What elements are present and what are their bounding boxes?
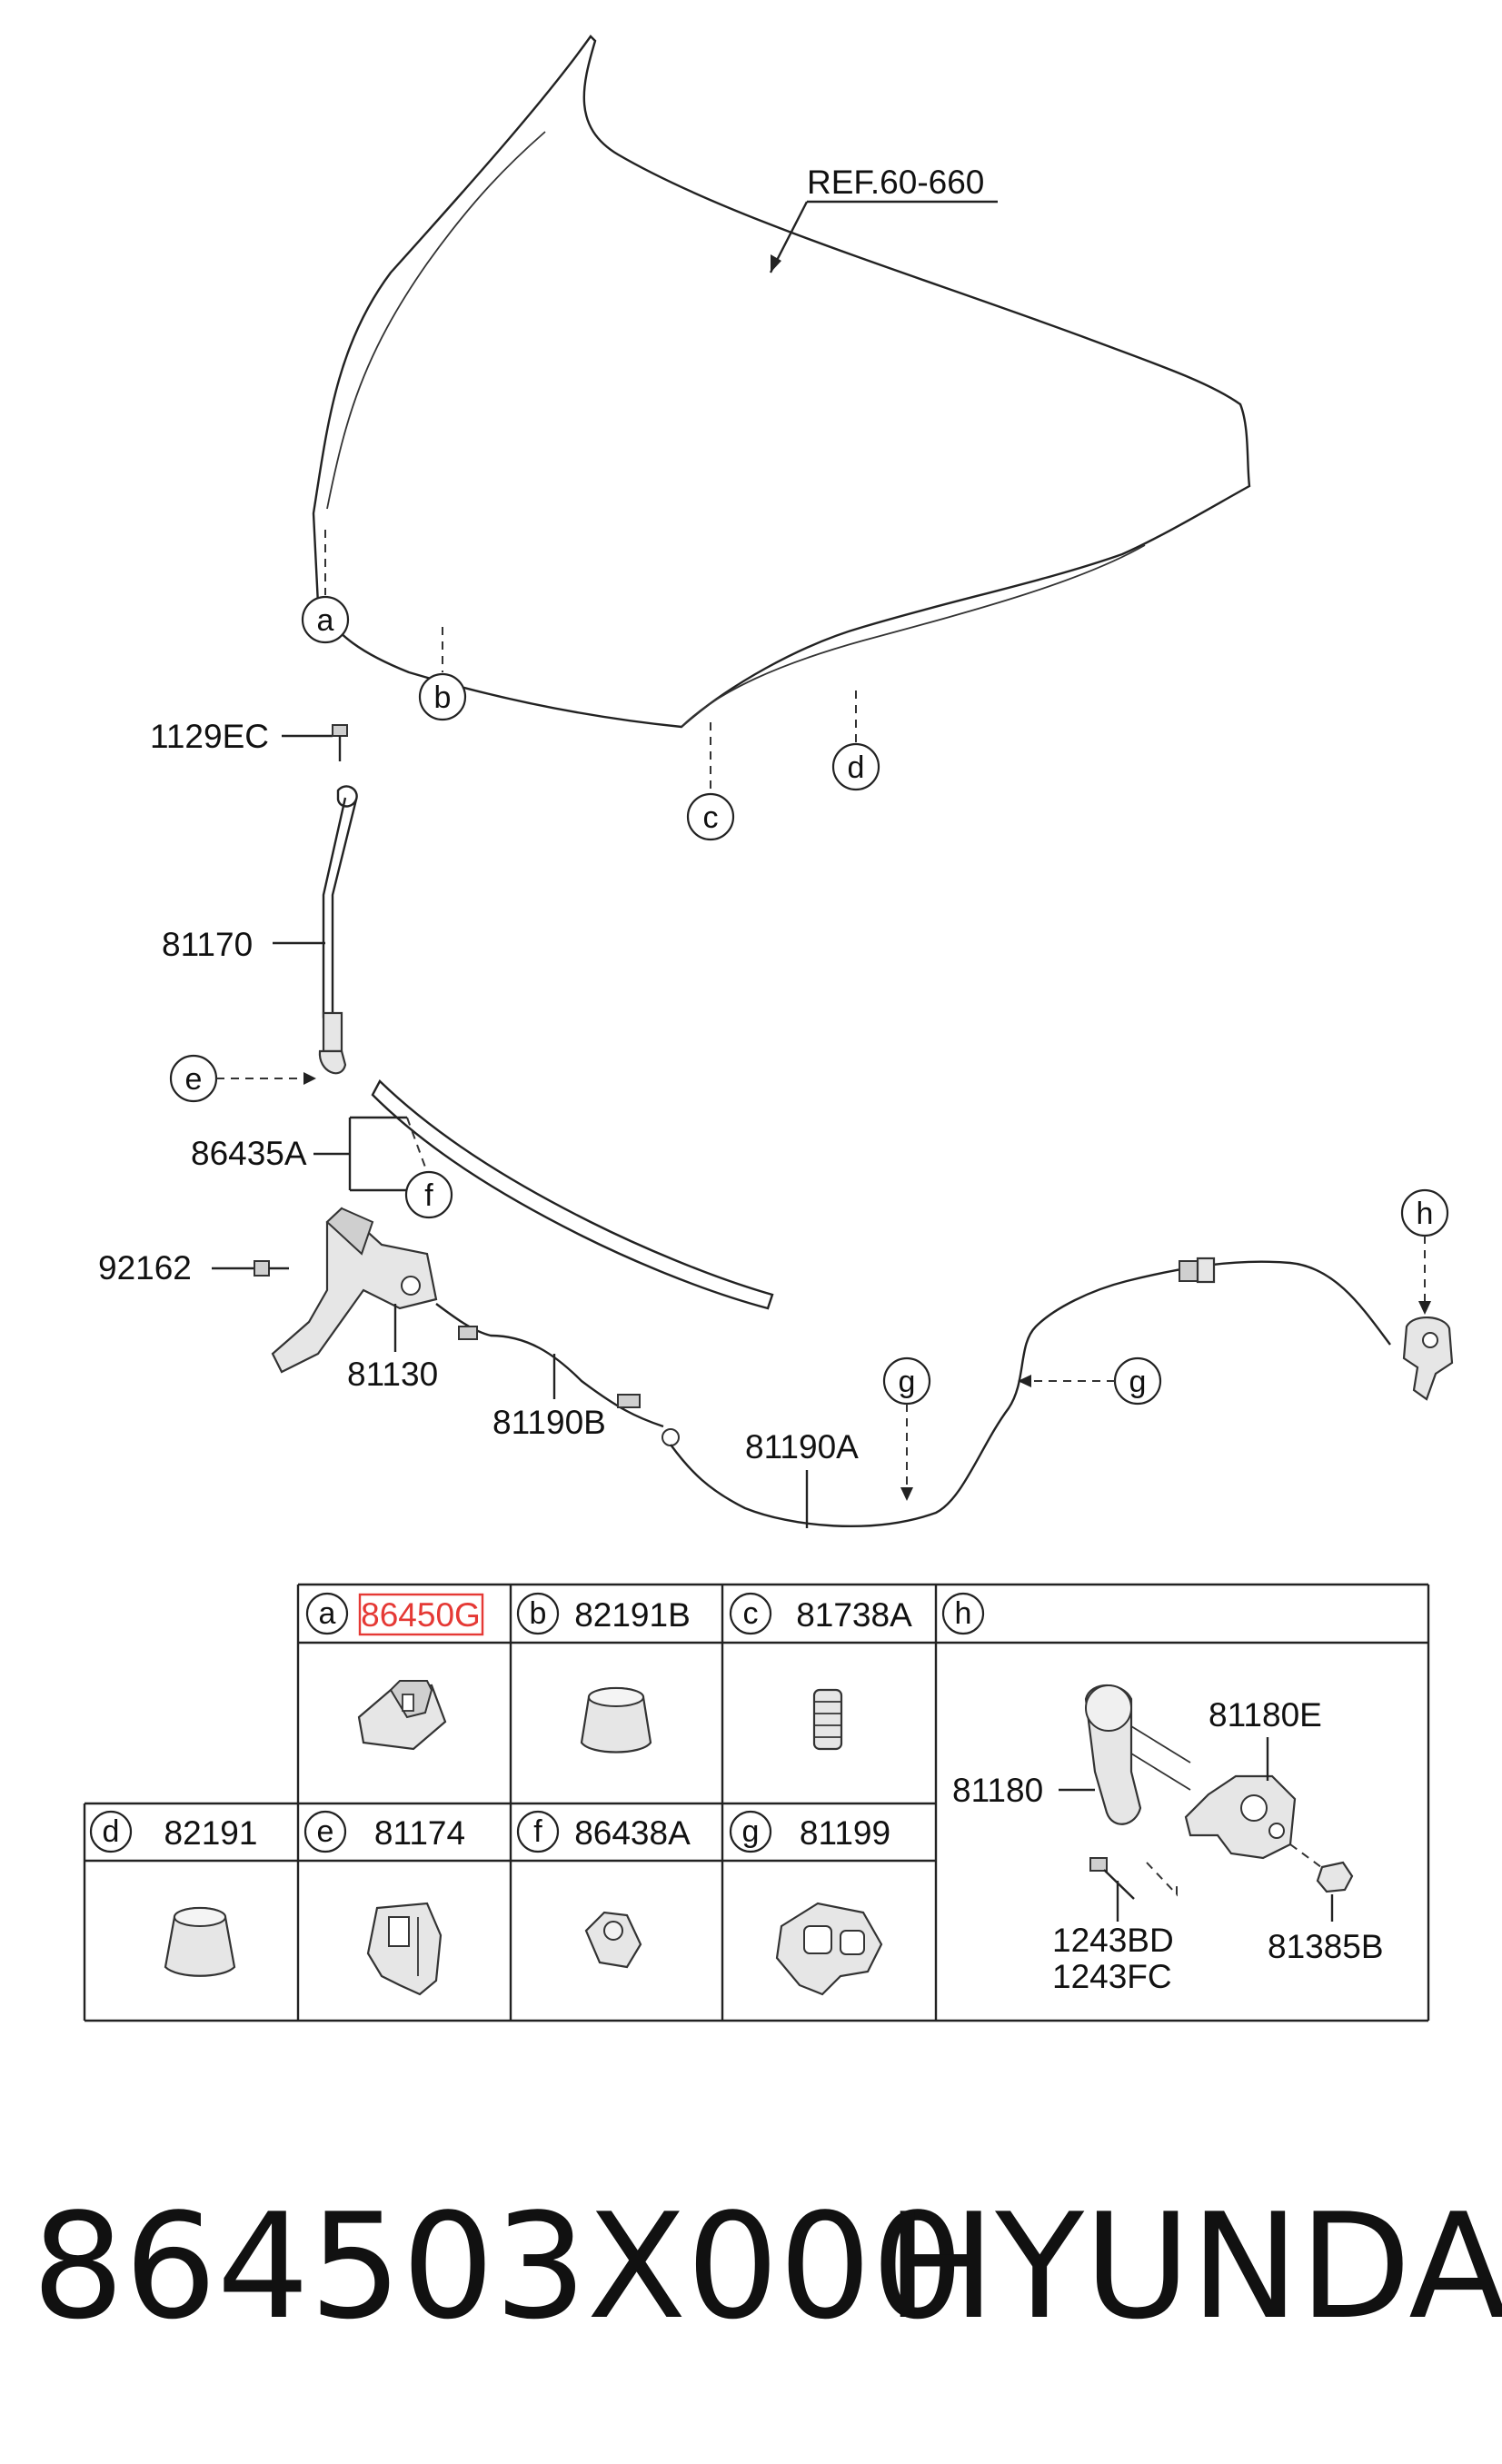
part-drawing-81738a bbox=[812, 1688, 843, 1751]
label-81180: 81180 bbox=[952, 1772, 1043, 1809]
svg-text:f: f bbox=[533, 1814, 542, 1849]
svg-text:b: b bbox=[530, 1596, 547, 1631]
part-drawing-81174 bbox=[366, 1902, 443, 1996]
circle-e: e bbox=[185, 1062, 203, 1097]
part-86438a: 86438A bbox=[574, 1814, 691, 1852]
table-header-c: c 81738A bbox=[729, 1592, 912, 1635]
label-81190a: 81190A bbox=[745, 1428, 859, 1465]
svg-text:h: h bbox=[955, 1596, 972, 1631]
table-header-b: b 82191B bbox=[516, 1592, 691, 1635]
ref-label: REF.60-660 bbox=[807, 164, 984, 201]
circle-g-callouts: g g bbox=[882, 1356, 1162, 1501]
part-drawing-86450g bbox=[357, 1680, 447, 1751]
part-drawing-82191b bbox=[580, 1686, 652, 1754]
table-header-e: e 81174 bbox=[303, 1810, 465, 1853]
part-drawing-86438a bbox=[584, 1911, 642, 1969]
circle-b-hood: b bbox=[434, 681, 452, 715]
table-header-a: a 86450G bbox=[305, 1592, 484, 1636]
table-header-d: d 82191 bbox=[89, 1810, 258, 1853]
stay-rod-assembly: 1129EC 81170 bbox=[150, 718, 358, 1075]
label-86435a: 86435A bbox=[191, 1135, 307, 1172]
part-highlight-box bbox=[358, 1593, 484, 1636]
circle-a-hood: a bbox=[317, 603, 334, 638]
hood-circle-callouts: a b c d bbox=[301, 530, 880, 841]
parts-table bbox=[83, 1583, 1430, 2022]
circle-d-hood: d bbox=[848, 750, 865, 785]
part-drawing-81199 bbox=[775, 1902, 883, 1996]
label-81190b: 81190B bbox=[492, 1404, 606, 1441]
footer-part-number: 864503X000 bbox=[32, 2181, 964, 2351]
part-86450g: 86450G bbox=[361, 1596, 481, 1634]
latch-exploded-view: 81180 81180E 1243BD 1243FC 81385B bbox=[952, 1684, 1384, 1995]
label-81130: 81130 bbox=[347, 1356, 438, 1393]
release-handle-assembly: 92162 81130 bbox=[98, 1207, 438, 1393]
table-header-h: h bbox=[941, 1592, 985, 1635]
hood-panel bbox=[312, 35, 1251, 729]
part-drawing-82191 bbox=[164, 1906, 236, 1977]
part-81199: 81199 bbox=[800, 1814, 890, 1852]
footer: 864503X000 HYUNDAI bbox=[32, 2181, 1502, 2351]
circle-h: h bbox=[1417, 1197, 1434, 1231]
circle-c-hood: c bbox=[703, 800, 719, 835]
table-header-g: g 81199 bbox=[729, 1810, 890, 1853]
part-82191: 82191 bbox=[164, 1814, 258, 1852]
release-cables: 81190B 81190A bbox=[435, 1257, 1391, 1528]
svg-text:e: e bbox=[317, 1814, 334, 1849]
footer-brand: HYUNDAI bbox=[886, 2181, 1502, 2351]
table-header-f: f 86438A bbox=[516, 1810, 691, 1853]
svg-text:d: d bbox=[103, 1814, 120, 1849]
part-81738a: 81738A bbox=[796, 1596, 912, 1634]
label-1129ec: 1129EC bbox=[150, 718, 269, 755]
circle-f: f bbox=[424, 1178, 433, 1213]
label-1243fc: 1243FC bbox=[1052, 1958, 1172, 1995]
part-81174: 81174 bbox=[374, 1814, 465, 1852]
svg-text:c: c bbox=[743, 1596, 759, 1631]
svg-text:g: g bbox=[742, 1814, 760, 1849]
circle-g-2: g bbox=[1129, 1365, 1147, 1399]
svg-text:a: a bbox=[319, 1596, 336, 1631]
label-81385b: 81385B bbox=[1268, 1928, 1384, 1965]
circle-e-callout: e bbox=[169, 1054, 316, 1103]
label-1243bd: 1243BD bbox=[1052, 1922, 1174, 1959]
label-92162: 92162 bbox=[98, 1249, 192, 1287]
label-81180e: 81180E bbox=[1209, 1696, 1322, 1734]
circle-g-1: g bbox=[899, 1365, 916, 1399]
ref-callout: REF.60-660 bbox=[769, 164, 998, 273]
part-82191b: 82191B bbox=[574, 1596, 691, 1634]
weatherstrip: 86435A f bbox=[191, 1079, 774, 1310]
label-81170: 81170 bbox=[162, 926, 253, 963]
latch-h-assembly: h bbox=[1400, 1188, 1454, 1401]
